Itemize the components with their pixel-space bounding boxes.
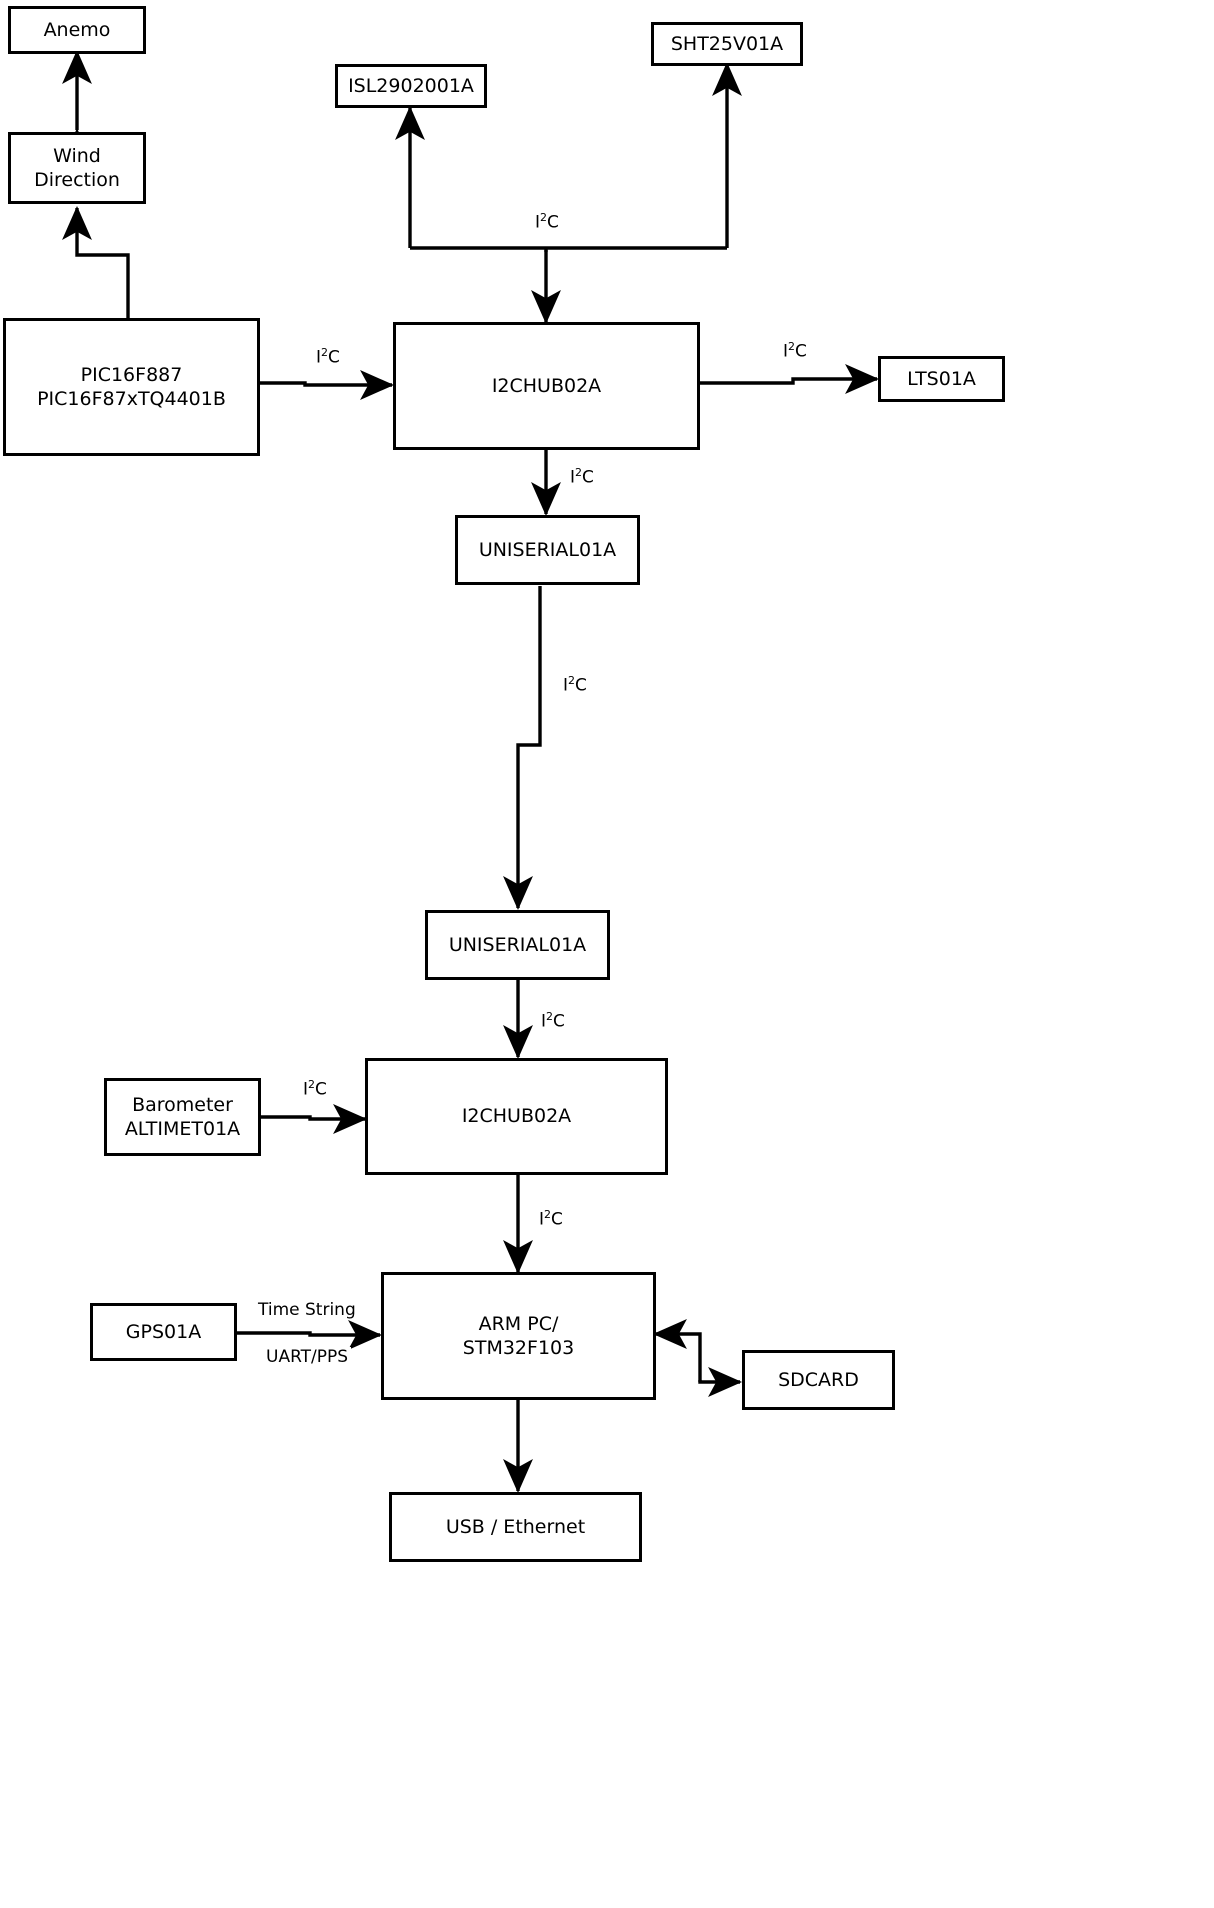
i2c-suffix: C (328, 347, 340, 368)
node-sht25v01a[interactable]: SHT25V01A (651, 22, 803, 66)
edge-label-i2c-pic-hub: I2C (313, 346, 343, 368)
node-i2chub02a-top[interactable]: I2CHUB02A (393, 322, 700, 450)
connector-hubtop-lts (668, 364, 880, 398)
node-pic16f887-label: PIC16F887 PIC16F87xTQ4401B (37, 363, 226, 410)
i2c-superscript: 2 (321, 346, 329, 359)
connector-baro-hubbot (228, 1102, 368, 1134)
connector-gps-arm (236, 1320, 383, 1350)
node-barometer-altimet01a-label: Barometer ALTIMET01A (124, 1093, 241, 1140)
i2c-superscript: 2 (540, 211, 548, 224)
node-anemo[interactable]: Anemo (8, 6, 146, 54)
node-i2chub02a-bottom-label: I2CHUB02A (461, 1105, 572, 1128)
connector-sdcard-arm-b (652, 1319, 702, 1382)
i2c-superscript: 2 (546, 1010, 554, 1023)
edge-label-i2c-hub2-arm: I2C (536, 1208, 566, 1230)
i2c-prefix: I (303, 1079, 309, 1100)
node-lts01a[interactable]: LTS01A (878, 356, 1005, 402)
edge-label-i2c-hub-lts: I2C (780, 340, 810, 362)
node-lts01a-label: LTS01A (907, 367, 976, 390)
i2c-suffix: C (795, 341, 807, 362)
connector-pic-wind (62, 205, 130, 318)
i2c-prefix: I (541, 1011, 547, 1032)
node-barometer-altimet01a[interactable]: Barometer ALTIMET01A (104, 1078, 261, 1156)
edge-label-uart-pps: UART/PPS (263, 1347, 352, 1367)
i2c-superscript: 2 (575, 466, 583, 479)
node-uniserial01a-bottom[interactable]: UNISERIAL01A (425, 910, 610, 980)
i2c-prefix: I (539, 1209, 545, 1230)
node-sdcard[interactable]: SDCARD (742, 1350, 895, 1410)
node-i2chub02a-bottom[interactable]: I2CHUB02A (365, 1058, 668, 1175)
connector-pic-hubtop (228, 368, 395, 400)
i2c-prefix: I (783, 341, 789, 362)
node-usb-ethernet[interactable]: USB / Ethernet (389, 1492, 642, 1562)
edge-label-i2c-hub-uniserial: I2C (567, 466, 597, 488)
i2c-superscript: 2 (544, 1208, 552, 1221)
edge-label-i2c-uniserial-uniserial: I2C (560, 674, 590, 696)
i2c-superscript: 2 (308, 1078, 316, 1091)
edge-label-i2c-barometer-hub2: I2C (300, 1078, 330, 1100)
i2c-suffix: C (582, 467, 594, 488)
node-sdcard-label: SDCARD (778, 1368, 859, 1391)
node-arm-pc-stm32f103-label: ARM PC/ STM32F103 (462, 1312, 575, 1359)
i2c-suffix: C (553, 1011, 565, 1032)
node-isl2902001a[interactable]: ISL2902001A (335, 64, 487, 108)
edge-label-i2c-uniserial-hub2: I2C (538, 1010, 568, 1032)
node-uniserial01a-bottom-label: UNISERIAL01A (448, 933, 587, 956)
edge-label-time-string: Time String (255, 1300, 359, 1320)
node-gps01a-label: GPS01A (125, 1320, 202, 1343)
node-wind-direction[interactable]: Wind Direction (8, 132, 146, 204)
node-isl2902001a-label: ISL2902001A (348, 74, 474, 97)
i2c-suffix: C (575, 675, 587, 696)
connector-unitop-unibot (503, 586, 542, 911)
i2c-superscript: 2 (568, 674, 576, 687)
node-gps01a[interactable]: GPS01A (90, 1303, 237, 1361)
node-i2chub02a-top-label: I2CHUB02A (491, 374, 602, 397)
node-anemo-label: Anemo (43, 18, 111, 41)
node-usb-ethernet-label: USB / Ethernet (445, 1515, 586, 1538)
edge-label-i2c-top-bus: I2C (532, 211, 562, 233)
node-wind-direction-label: Wind Direction (34, 144, 120, 191)
node-sht25v01a-label: SHT25V01A (670, 32, 784, 55)
node-uniserial01a-top[interactable]: UNISERIAL01A (455, 515, 640, 585)
i2c-superscript: 2 (788, 340, 796, 353)
i2c-prefix: I (316, 347, 322, 368)
node-uniserial01a-top-label: UNISERIAL01A (478, 538, 617, 561)
i2c-prefix: I (570, 467, 576, 488)
i2c-suffix: C (315, 1079, 327, 1100)
i2c-suffix: C (547, 212, 559, 233)
connector-arm-sdcard-a (698, 1367, 743, 1397)
node-arm-pc-stm32f103[interactable]: ARM PC/ STM32F103 (381, 1272, 656, 1400)
node-pic16f887[interactable]: PIC16F887 PIC16F87xTQ4401B (3, 318, 260, 456)
i2c-prefix: I (535, 212, 541, 233)
i2c-prefix: I (563, 675, 569, 696)
i2c-suffix: C (551, 1209, 563, 1230)
